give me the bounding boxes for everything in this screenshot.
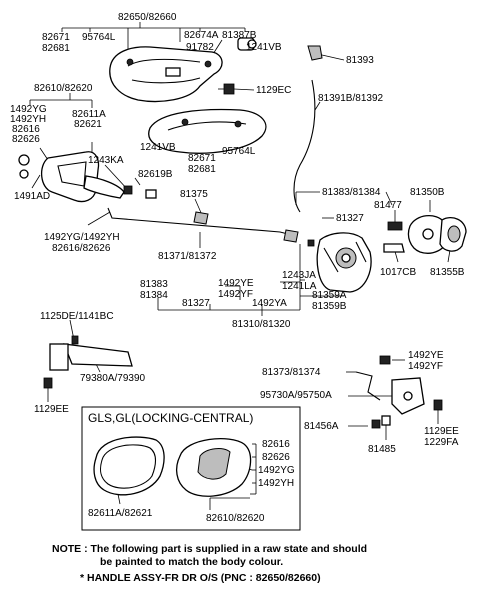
label-95730A: 95730A/95750A — [260, 390, 332, 401]
label-1492YF-right: 1492YF — [408, 361, 443, 372]
label-1492YF-mid: 1492YF — [218, 289, 253, 300]
actuator-95730A — [355, 355, 443, 429]
label-1129EC: 1129EC — [256, 85, 291, 96]
label-95764L-top: 95764L — [82, 32, 116, 43]
label-1492YA: 1492YA — [252, 298, 287, 309]
label-81384-bot: 81384 — [140, 290, 168, 301]
label-82616-left: 82616 — [12, 124, 40, 135]
label-81371: 81371/81372 — [158, 251, 217, 262]
actuator-81350B — [383, 215, 449, 254]
label-82650: 82650/82660 — [118, 12, 177, 23]
label-81327-right: 81327 — [336, 213, 364, 224]
note-line-3-pnc: 82650/82660 — [256, 572, 317, 584]
label-82621: 82621 — [74, 119, 102, 130]
label-81383-bot: 81383 — [140, 279, 168, 290]
label-1492YH-left: 1492YH — [10, 114, 46, 125]
label-82674A: 82674A — [184, 30, 219, 41]
label-1492YG-left: 1492YG — [10, 104, 47, 115]
label-81327-bot: 81327 — [182, 298, 210, 309]
inside-handle-cover — [148, 108, 267, 154]
label-82611A: 82611A — [72, 109, 106, 120]
label-81373: 81373/81374 — [262, 367, 321, 378]
label-1017CB: 1017CB — [380, 267, 416, 278]
label-82626-left: 82626 — [12, 134, 40, 145]
clip-81393 — [307, 45, 323, 61]
inside-handle — [41, 151, 125, 203]
key-cylinder — [237, 37, 257, 51]
label-95764L-mid: 95764L — [222, 146, 256, 157]
label-82681-top: 82681 — [42, 43, 70, 54]
locking-central-box-labels: GLS,GL(LOCKING-CENTRAL) 82611A/82621 826… — [88, 411, 295, 524]
label-81359B: 81359B — [312, 301, 347, 312]
label-81387B: 81387B — [222, 30, 257, 41]
screw-1129EC — [218, 83, 235, 95]
box-label-82610: 82610/82620 — [206, 513, 265, 524]
label-1241LA: 1241LA — [282, 281, 317, 292]
striker-81355B — [439, 217, 467, 252]
box-label-82611A: 82611A/82621 — [88, 508, 153, 519]
label-81310: 81310/81320 — [232, 319, 291, 330]
label-81391B: 81391B/81392 — [318, 93, 384, 104]
label-81477: 81477 — [374, 200, 402, 211]
note-block: NOTE : The following part is supplied in… — [52, 543, 367, 584]
label-1229FA: 1229FA — [424, 437, 459, 448]
label-82619B: 82619B — [138, 169, 173, 180]
note-line-1: NOTE : The following part is supplied in… — [52, 543, 367, 555]
small-parts-left — [18, 154, 157, 199]
label-1492YE-right: 1492YE — [408, 350, 444, 361]
label-81383-top: 81383/81384 — [322, 187, 381, 198]
door-latch — [307, 232, 372, 293]
box-label-1492YG: 1492YG — [258, 465, 295, 476]
label-81456A: 81456A — [304, 421, 339, 432]
rod-81391B — [293, 79, 316, 213]
label-1129EE-right: 1129EE — [424, 426, 459, 437]
label-82610-left: 82610/82620 — [34, 83, 93, 94]
label-91782: 91782 — [186, 42, 214, 53]
label-1129EE-left: 1129EE — [34, 404, 69, 415]
label-81355B: 81355B — [430, 267, 465, 278]
leader-lines — [29, 22, 451, 510]
label-1492YG-mid: 1492YG/1492YH — [44, 232, 120, 243]
note-line-3: * HANDLE ASSY-FR DR O/S (PNC : 82650/826… — [80, 572, 321, 584]
label-1125DE: 1125DE/1141BC — [40, 311, 114, 322]
box-label-1492YH: 1492YH — [258, 478, 294, 489]
label-81350B: 81350B — [410, 187, 445, 198]
note-line-3-prefix: * HANDLE ASSY-FR DR O/S (PNC : — [80, 572, 256, 584]
note-line-3-suffix: ) — [317, 572, 321, 584]
label-1243JA: 1243JA — [282, 270, 316, 281]
door-check — [43, 335, 133, 389]
note-line-2: be painted to match the body colour. — [100, 556, 283, 568]
label-1241VB-mid: 1241VB — [140, 142, 176, 153]
label-1492YE-mid: 1492YE — [218, 278, 254, 289]
label-81359A: 81359A — [312, 290, 347, 301]
label-1491AD: 1491AD — [14, 191, 50, 202]
label-81375: 81375 — [180, 189, 208, 200]
box-label-82626: 82626 — [262, 452, 290, 463]
label-81393: 81393 — [346, 55, 374, 66]
label-82616-mid: 82616/82626 — [52, 243, 111, 254]
locking-central-box — [81, 406, 301, 531]
part-labels: 82650/82660 82671 95764L 82681 82674A 81… — [10, 12, 465, 455]
label-82681-mid: 82681 — [188, 164, 216, 175]
label-79380A: 79380A/79390 — [80, 373, 146, 384]
label-82671-mid: 82671 — [188, 153, 216, 164]
label-1243KA: 1243KA — [88, 155, 124, 166]
box-label-82616: 82616 — [262, 439, 290, 450]
rod-81371 — [107, 207, 299, 243]
label-81485: 81485 — [368, 444, 396, 455]
box-title: GLS,GL(LOCKING-CENTRAL) — [88, 411, 253, 425]
outside-handle — [109, 46, 223, 103]
label-1241VB-top: 1241VB — [246, 42, 282, 53]
label-82671-top: 82671 — [42, 32, 70, 43]
